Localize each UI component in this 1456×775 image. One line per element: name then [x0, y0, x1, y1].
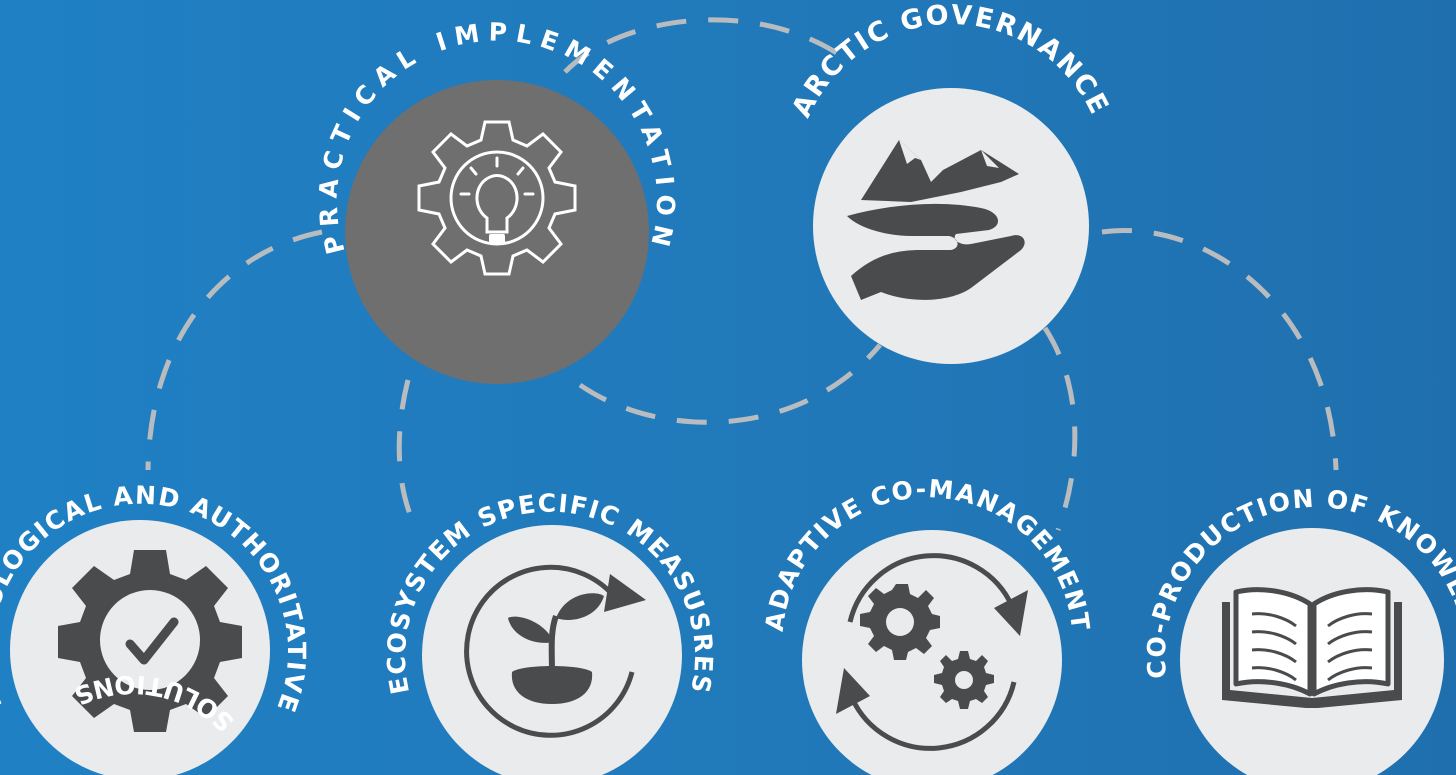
- sprout-cycle-icon: [464, 564, 646, 738]
- node-circle: [802, 530, 1062, 775]
- hand-holding-mountains-icon: [847, 140, 1025, 300]
- connector-arctic-knowledge: [1101, 228, 1339, 471]
- connector-practical-arctic-top: [563, 17, 852, 74]
- open-book-icon: [1222, 587, 1402, 708]
- connector-arctic-adaptive: [1042, 326, 1078, 531]
- connector-lines: [145, 17, 1339, 534]
- gears-cycle-icon: [836, 553, 1028, 751]
- gear-checkmark-icon: [58, 550, 242, 732]
- node-adaptive-co-management: ADAPTIVE CO-MANAGEMENT: [760, 474, 1094, 775]
- connector-practical-arctic-bottom: [578, 343, 882, 425]
- node-technological-solutions: TECHNOLOGICAL AND AUTHORITATIVE SOLUTION…: [0, 481, 310, 775]
- node-practical-implementation: PRACTICAL IMPLEMENTATION: [313, 17, 673, 384]
- node-co-production-knowledge: CO-PRODUCTION OF KNOWLEDGE: [1142, 484, 1456, 775]
- gear-lightbulb-icon: [417, 120, 577, 276]
- connector-practical-tech: [145, 229, 323, 471]
- node-arctic-governance: ARCTIC GOVERNANCE: [786, 0, 1113, 364]
- node-ecosystem-measures: ECOSYSTEM SPECIFIC MEASUSRES: [382, 489, 717, 775]
- connector-practical-ecosystem: [396, 379, 421, 534]
